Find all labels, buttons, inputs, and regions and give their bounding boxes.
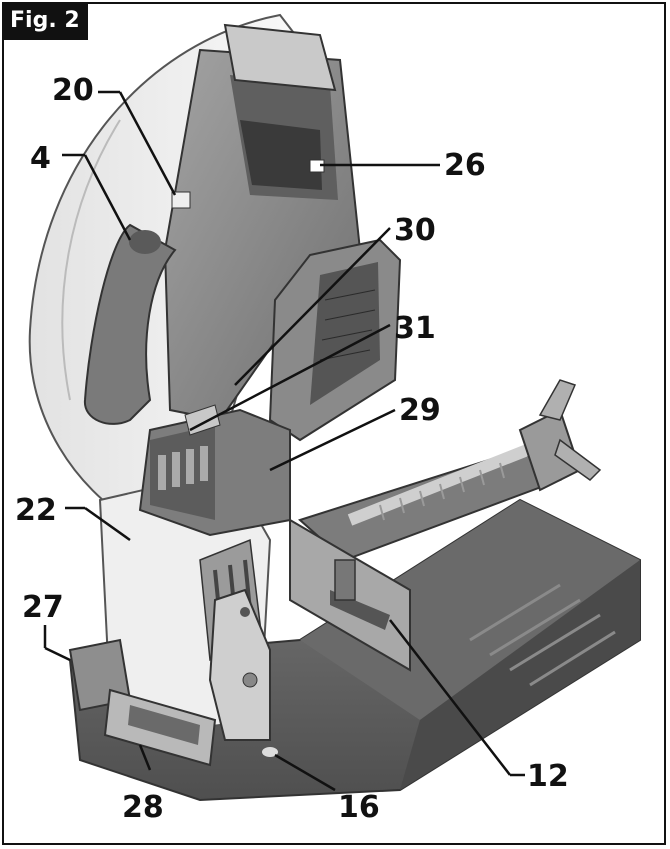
pivot-arm: [98, 468, 272, 741]
callout-27: 27: [22, 590, 64, 625]
callout-22: 22: [15, 493, 57, 528]
leader-29: [269, 408, 396, 472]
callout-16: 16: [338, 790, 380, 825]
leader-28: [138, 744, 152, 771]
leader-30: [234, 227, 391, 386]
motor-housing: [163, 23, 362, 422]
vise-assembly: [289, 379, 602, 672]
callout-12: 12: [527, 759, 569, 794]
base-hole: [262, 747, 278, 757]
callout-29: 29: [399, 393, 441, 428]
motor-cover: [268, 238, 402, 442]
callout-4: 4: [30, 141, 51, 176]
top-grip: [223, 23, 337, 92]
leader-22b: [84, 506, 131, 542]
callout-20: 20: [52, 73, 94, 108]
leader-4b: [83, 154, 132, 241]
leader-lines: [43, 90, 525, 792]
callout-30: 30: [394, 213, 436, 248]
side-handle: [83, 223, 177, 425]
lower-stop: [68, 638, 217, 767]
leader-27b: [44, 646, 71, 662]
callout-28: 28: [122, 790, 164, 825]
leader-31: [189, 323, 391, 432]
leader-20b: [118, 91, 177, 196]
callout-31: 31: [394, 311, 436, 346]
callout-26: 26: [444, 148, 486, 183]
leader-16: [274, 753, 336, 792]
battery-pack: [138, 404, 291, 537]
lock-button: [171, 191, 191, 209]
figure-tag: Fig. 2: [2, 2, 88, 40]
leader-12: [389, 619, 511, 776]
